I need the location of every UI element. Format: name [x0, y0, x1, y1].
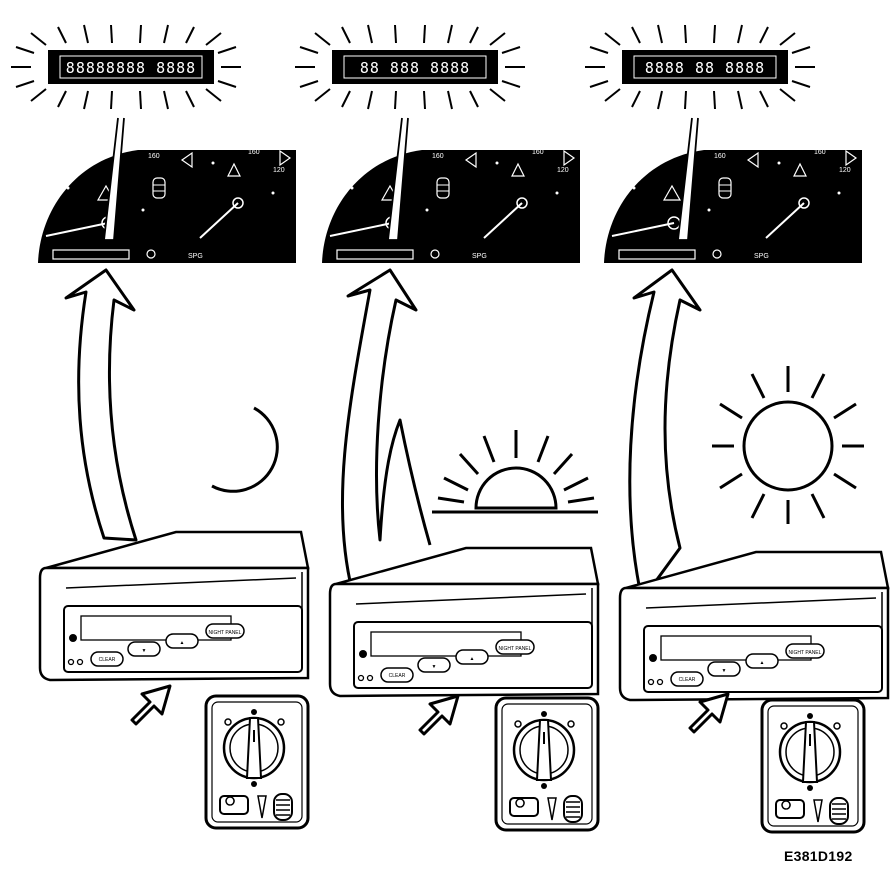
cluster-label: 160: [248, 149, 260, 156]
night-panel-button: NIGHT PANEL: [209, 630, 242, 636]
cluster-label: 160: [814, 149, 826, 156]
sid-unit-3: CLEAR ▼ ▲ NIGHT PANEL: [618, 550, 890, 702]
signal-arrow-1: [64, 268, 138, 542]
panel-day: 8888 88 8888 160 160 120 SPG: [584, 24, 890, 834]
sun-icon: [712, 366, 864, 524]
signal-arrow-2: [340, 268, 432, 591]
cluster-label: 120: [557, 167, 569, 174]
cluster-label: SPG: [472, 253, 487, 260]
cluster-label: 160: [432, 153, 444, 160]
setting-sun-icon: [432, 430, 598, 514]
cluster-label: 120: [839, 167, 851, 174]
sid-unit-2: CLEAR ▼ ▲ NIGHT PANEL: [328, 546, 600, 698]
instrument-cluster-3: 160 160 120 SPG: [603, 149, 863, 264]
pointer-beam-1: [102, 117, 125, 241]
light-switch-2: [494, 696, 600, 832]
light-switch-3: [760, 698, 866, 834]
cluster-label: SPG: [754, 253, 769, 260]
up-button: ▲: [760, 660, 765, 666]
instrument-cluster-2: 160 160 120 SPG: [321, 149, 581, 264]
down-button: ▼: [142, 648, 147, 654]
night-panel-button: NIGHT PANEL: [499, 646, 532, 652]
instrument-cluster-1: 160 160 120 SPG: [37, 149, 297, 264]
cluster-label: 160: [714, 153, 726, 160]
cluster-label: 120: [273, 167, 285, 174]
clear-button: CLEAR: [99, 657, 116, 663]
up-button: ▲: [180, 640, 185, 646]
pointer-beam-2: [386, 117, 409, 241]
moon-icon: [211, 406, 279, 493]
cluster-label: SPG: [188, 253, 203, 260]
up-button: ▲: [470, 656, 475, 662]
panel-dusk: 88 888 8888 160 160 120 SPG CLEAR: [294, 24, 600, 832]
down-button: ▼: [722, 668, 727, 674]
cluster-label: 160: [148, 153, 160, 160]
light-switch-1: [204, 694, 310, 830]
pointer-arrow-2: [418, 694, 460, 736]
clear-button: CLEAR: [679, 677, 696, 683]
display-readout-3: 8888 88 8888: [645, 59, 765, 77]
display-readout-2: 88 888 8888: [360, 59, 470, 77]
night-panel-button: NIGHT PANEL: [789, 650, 822, 656]
down-button: ▼: [432, 664, 437, 670]
pointer-beam-3: [676, 117, 699, 241]
cluster-label: 160: [532, 149, 544, 156]
clear-button: CLEAR: [389, 673, 406, 679]
pointer-arrow-1: [130, 684, 172, 726]
figure-code: E381D192: [784, 848, 853, 864]
display-readout-1: 88888888 8888: [66, 59, 196, 77]
panel-night: 88888888 8888 160 160 120 SPG CLEAR ▼ ▲ …: [10, 24, 310, 830]
sid-unit-1: CLEAR ▼ ▲ NIGHT PANEL: [38, 530, 310, 682]
signal-arrow-3: [628, 268, 702, 602]
